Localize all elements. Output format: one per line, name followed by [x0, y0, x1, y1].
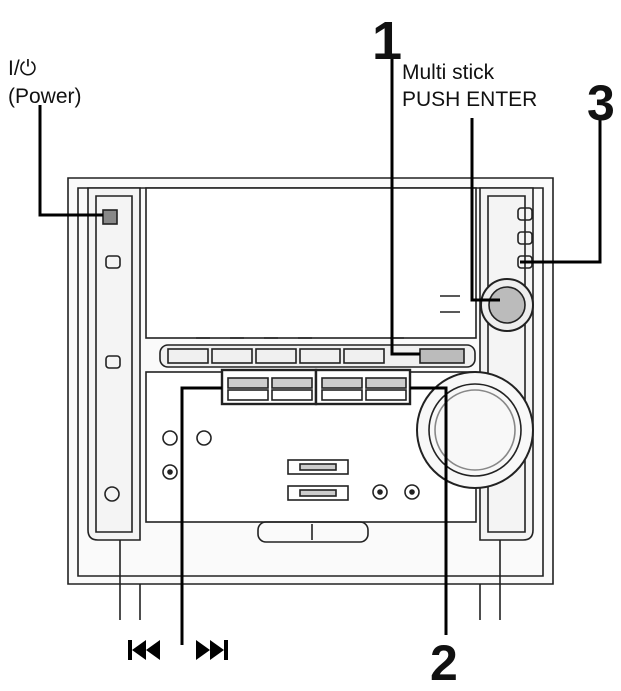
disc-compartment — [145, 187, 477, 339]
function-button-strip — [159, 344, 476, 368]
step1-target-button — [419, 348, 465, 364]
multi-stick-label: Multi stick — [402, 61, 495, 84]
power-button — [102, 209, 118, 225]
step-number-3: 3 — [587, 75, 615, 131]
skip-callout-line — [180, 386, 222, 645]
power-callout-line — [38, 105, 103, 217]
power-sublabel: (Power) — [8, 85, 82, 108]
push-enter-label: PUSH ENTER — [402, 88, 538, 111]
bottom-tray-handle — [257, 521, 369, 543]
multistick-callout-line — [470, 118, 500, 302]
power-label: I/⏻ — [8, 57, 37, 80]
cabinet-stand — [119, 540, 501, 620]
previous-track-icon — [128, 640, 160, 660]
next-track-icon — [196, 640, 228, 660]
step2-callout-line — [410, 386, 448, 635]
step-number-2: 2 — [430, 635, 458, 691]
step1-callout-line — [390, 58, 420, 356]
step-number-1: 1 — [372, 11, 403, 71]
step3-callout-line — [520, 120, 602, 264]
left-side-panel — [87, 187, 141, 541]
